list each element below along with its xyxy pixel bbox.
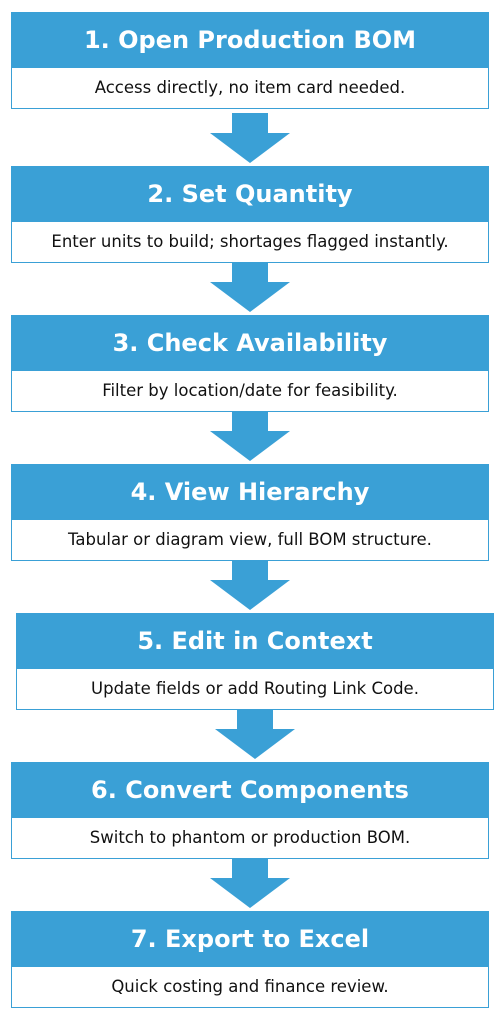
step-2: 2. Set Quantity Enter units to build; sh… xyxy=(11,166,489,263)
step-title: 4. View Hierarchy xyxy=(12,465,488,520)
step-description: Access directly, no item card needed. xyxy=(94,78,406,97)
step-title: 3. Check Availability xyxy=(12,316,488,371)
step-title: 1. Open Production BOM xyxy=(12,13,488,68)
step-7: 7. Export to Excel Quick costing and fin… xyxy=(11,911,489,1008)
step-1: 1. Open Production BOM Access directly, … xyxy=(11,12,489,109)
step-4: 4. View Hierarchy Tabular or diagram vie… xyxy=(11,464,489,561)
step-6: 6. Convert Components Switch to phantom … xyxy=(11,762,489,859)
step-3: 3. Check Availability Filter by location… xyxy=(11,315,489,412)
down-arrow-icon xyxy=(210,560,290,610)
step-title: 7. Export to Excel xyxy=(12,912,488,967)
step-title: 5. Edit in Context xyxy=(17,614,493,669)
down-arrow-icon xyxy=(210,858,290,908)
step-description: Quick costing and finance review. xyxy=(111,977,389,996)
down-arrow-icon xyxy=(210,411,290,461)
step-description: Switch to phantom or production BOM. xyxy=(89,828,411,847)
step-description: Update fields or add Routing Link Code. xyxy=(91,679,419,698)
step-description: Enter units to build; shortages flagged … xyxy=(51,232,449,251)
step-description: Tabular or diagram view, full BOM struct… xyxy=(68,530,432,549)
step-5: 5. Edit in Context Update fields or add … xyxy=(16,613,494,710)
step-description: Filter by location/date for feasibility. xyxy=(102,381,398,400)
down-arrow-icon xyxy=(210,113,290,163)
step-title: 2. Set Quantity xyxy=(12,167,488,222)
step-title: 6. Convert Components xyxy=(12,763,488,818)
down-arrow-icon xyxy=(210,262,290,312)
down-arrow-icon xyxy=(215,709,295,759)
